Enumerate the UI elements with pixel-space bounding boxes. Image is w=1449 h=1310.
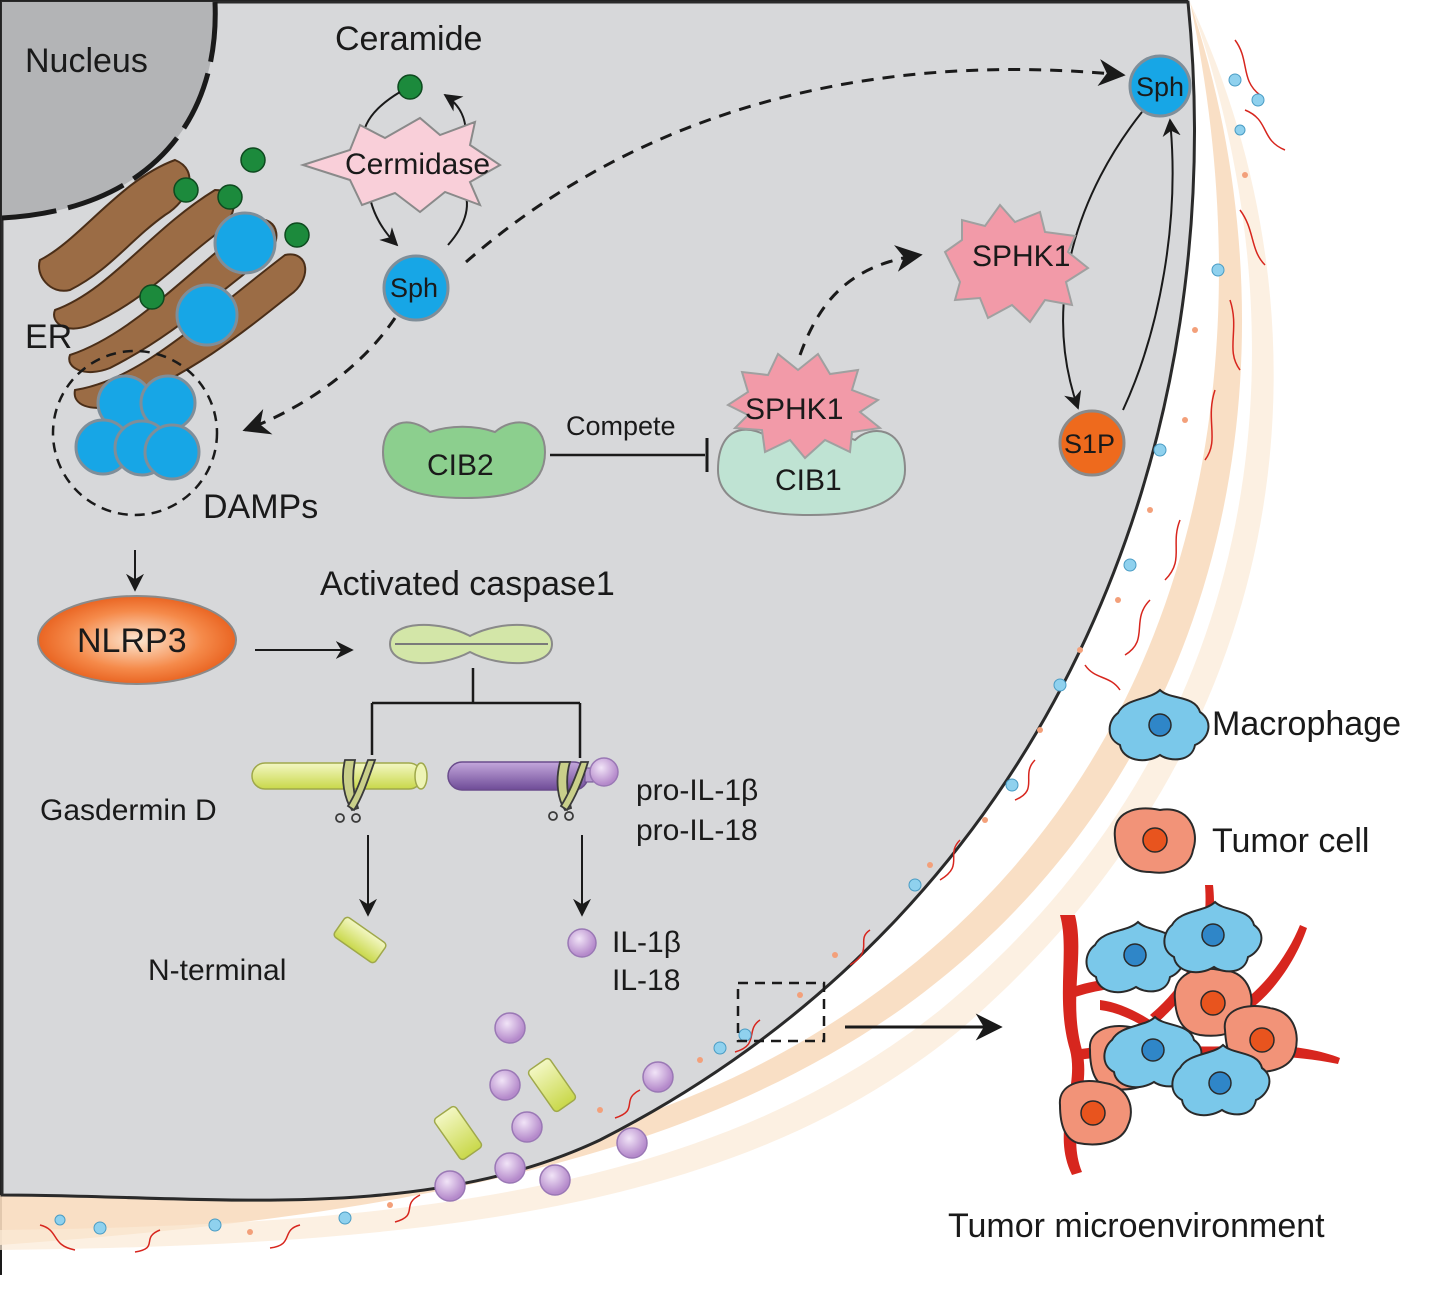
sphk1-free bbox=[943, 203, 1090, 324]
sph-cytoplasm bbox=[382, 254, 450, 322]
n-terminal-label: N-terminal bbox=[148, 954, 286, 987]
sph-export-arrow bbox=[465, 59, 1126, 264]
damps-label: DAMPs bbox=[203, 488, 318, 526]
nlrp3 bbox=[37, 595, 237, 685]
il18-label: IL-18 bbox=[612, 964, 680, 997]
cleavage-bracket bbox=[370, 668, 582, 758]
sph-to-damps-arrow bbox=[242, 317, 397, 435]
pro-il18-label: pro-IL-18 bbox=[636, 814, 758, 847]
tumor-nucleus-icon bbox=[1142, 827, 1168, 853]
tumor-microenvironment-cluster bbox=[1058, 885, 1340, 1175]
tumor-microenvironment-label: Tumor microenvironment bbox=[948, 1207, 1325, 1245]
sph-on-er bbox=[175, 211, 277, 347]
membrane-dots bbox=[247, 172, 1248, 1235]
cermidase-label: Cermidase bbox=[345, 148, 490, 181]
membrane-cells bbox=[54, 73, 1265, 1235]
cell-cytoplasm bbox=[0, 0, 1196, 1202]
cib2-label: CIB2 bbox=[427, 449, 494, 482]
il1b-label: IL-1β bbox=[612, 926, 681, 959]
damps-boundary bbox=[51, 349, 219, 517]
membrane-decoration bbox=[39, 39, 1286, 1253]
s1p-label: S1P bbox=[1064, 429, 1115, 459]
macrophage-label: Macrophage bbox=[1212, 705, 1401, 743]
nuclear-envelope bbox=[1, 1, 218, 221]
compete-label: Compete bbox=[566, 411, 676, 441]
er-label: ER bbox=[25, 318, 72, 356]
n-terminal-fragment bbox=[333, 916, 387, 964]
gsdmd-pore-1 bbox=[527, 1057, 577, 1113]
sph-right-label: Sph bbox=[1136, 72, 1184, 102]
sph-to-s1p-arrow bbox=[1062, 111, 1143, 410]
sph-left-label: Sph bbox=[390, 273, 438, 303]
pro-il1b-label: pro-IL-1β bbox=[636, 774, 758, 807]
scissors-icon bbox=[335, 759, 377, 823]
zoom-box bbox=[736, 981, 826, 1043]
nucleus bbox=[2, 2, 216, 218]
ceramide-label: Ceramide bbox=[335, 20, 482, 58]
cib2 bbox=[381, 421, 547, 500]
gsdmd-pore-2 bbox=[433, 1105, 483, 1161]
scissors-icon bbox=[548, 761, 590, 821]
sph-membrane bbox=[1128, 54, 1192, 118]
cib1-label: CIB1 bbox=[775, 464, 842, 497]
tumor-cell-label: Tumor cell bbox=[1212, 822, 1369, 860]
mature-il bbox=[567, 928, 597, 958]
gasdermin-d-label: Gasdermin D bbox=[40, 794, 217, 827]
released-cytokines bbox=[434, 1012, 674, 1202]
sphk1-top-label: SPHK1 bbox=[972, 240, 1070, 273]
sphk1-complex-label: SPHK1 bbox=[745, 393, 843, 426]
nlrp3-label: NLRP3 bbox=[77, 622, 187, 660]
s1p-to-sph-arrow bbox=[1122, 118, 1181, 411]
macrophage-nucleus-icon bbox=[1148, 713, 1172, 737]
gasdermin-d-end bbox=[414, 762, 428, 790]
sphk1-bound bbox=[725, 352, 883, 460]
cermidase-enzyme bbox=[299, 116, 502, 214]
damps-cluster bbox=[74, 374, 201, 481]
pro-il-domain bbox=[589, 757, 619, 787]
nucleus-label: Nucleus bbox=[25, 42, 148, 80]
s1p bbox=[1058, 409, 1126, 477]
activated-caspase1-label: Activated caspase1 bbox=[320, 565, 615, 603]
ceramide-dots bbox=[139, 74, 423, 310]
gasdermin-d-rod bbox=[251, 762, 423, 790]
